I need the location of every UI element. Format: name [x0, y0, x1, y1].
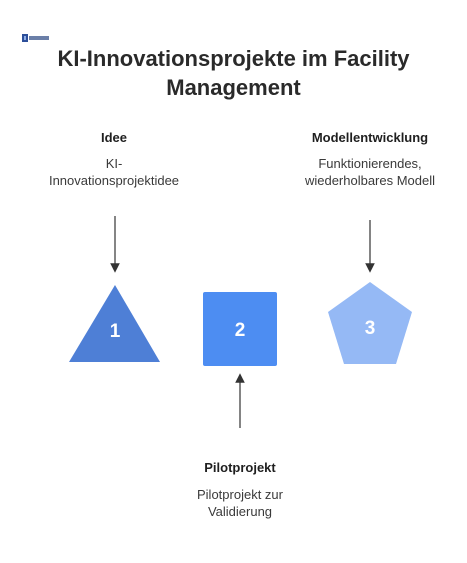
step-3-pentagon	[328, 282, 412, 364]
step-1-description: KI- Innovationsprojektidee	[24, 155, 204, 189]
step-2-description: Pilotprojekt zur Validierung	[150, 486, 330, 520]
step-1-description-line-2: Innovationsprojektidee	[48, 173, 180, 188]
step-2-number: 2	[235, 320, 246, 341]
step-2-square	[203, 292, 277, 366]
logo-icon	[22, 34, 49, 42]
step-1-heading: Idee	[100, 130, 127, 145]
title-line-1: KI-Innovationsprojekte im Facility	[57, 46, 410, 71]
step-2-description-line-2: Validierung	[207, 504, 273, 519]
page-title: KI-Innovationsprojekte im Facility Manag…	[0, 44, 467, 102]
step-2-heading: Pilotprojekt	[204, 460, 276, 475]
step-1-description-line-1: KI-	[105, 156, 123, 171]
step-1-number: 1	[110, 321, 121, 342]
step-1-triangle	[69, 285, 160, 362]
step-3-heading: Modellentwicklung	[311, 130, 429, 145]
step-3-description: Funktionierendes, wiederholbares Modell	[282, 155, 458, 189]
step-2-description-line-1: Pilotprojekt zur	[197, 487, 283, 502]
step-3-description-line-1: Funktionierendes,	[318, 156, 422, 171]
step-3-number: 3	[365, 318, 376, 339]
step-3-description-line-2: wiederholbares Modell	[304, 173, 436, 188]
title-line-2: Management	[166, 75, 301, 100]
